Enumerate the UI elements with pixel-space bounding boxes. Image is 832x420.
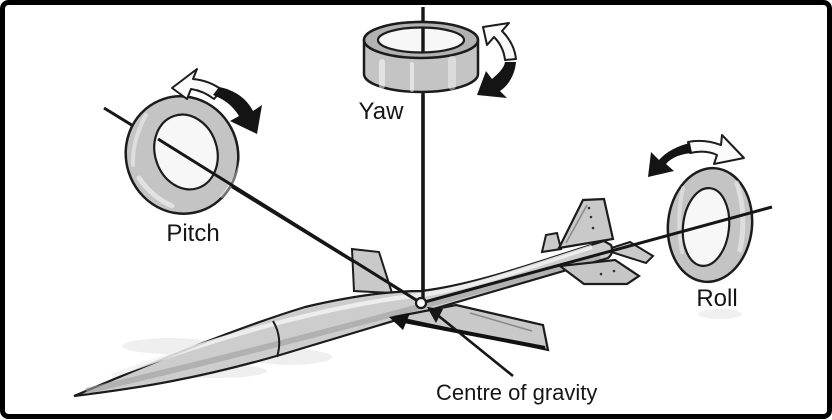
missile-top-fin (557, 197, 615, 250)
yaw-rotation-arrow-icon (477, 22, 517, 98)
yaw-label: Yaw (359, 98, 405, 125)
centre-of-gravity-marker (414, 296, 428, 310)
pitch-rotation-arrow-icon (171, 68, 262, 134)
nose-panel-line (272, 320, 281, 358)
roll-axis-line (420, 205, 773, 305)
roll-rotation-arrow-icon (648, 134, 745, 177)
centre-of-gravity-arrow (427, 307, 514, 378)
missile-near-tail-fin (557, 258, 641, 286)
yaw-ring (362, 20, 480, 94)
centre-of-gravity-label: Centre of gravity (436, 380, 597, 405)
missile-far-tail-fin (540, 231, 563, 254)
pitch-axis-line-over (157, 137, 422, 305)
roll-label: Roll (696, 285, 737, 312)
fuselage-highlight (111, 244, 593, 379)
cg-arrowhead-icon (427, 307, 443, 323)
missile-far-right-fin (601, 240, 655, 265)
pitch-label: Pitch (166, 220, 219, 247)
fuselage-shadow (85, 253, 601, 394)
wing-leading-edge-arrowhead-icon (389, 313, 410, 330)
wing-leading-edge (403, 319, 546, 350)
